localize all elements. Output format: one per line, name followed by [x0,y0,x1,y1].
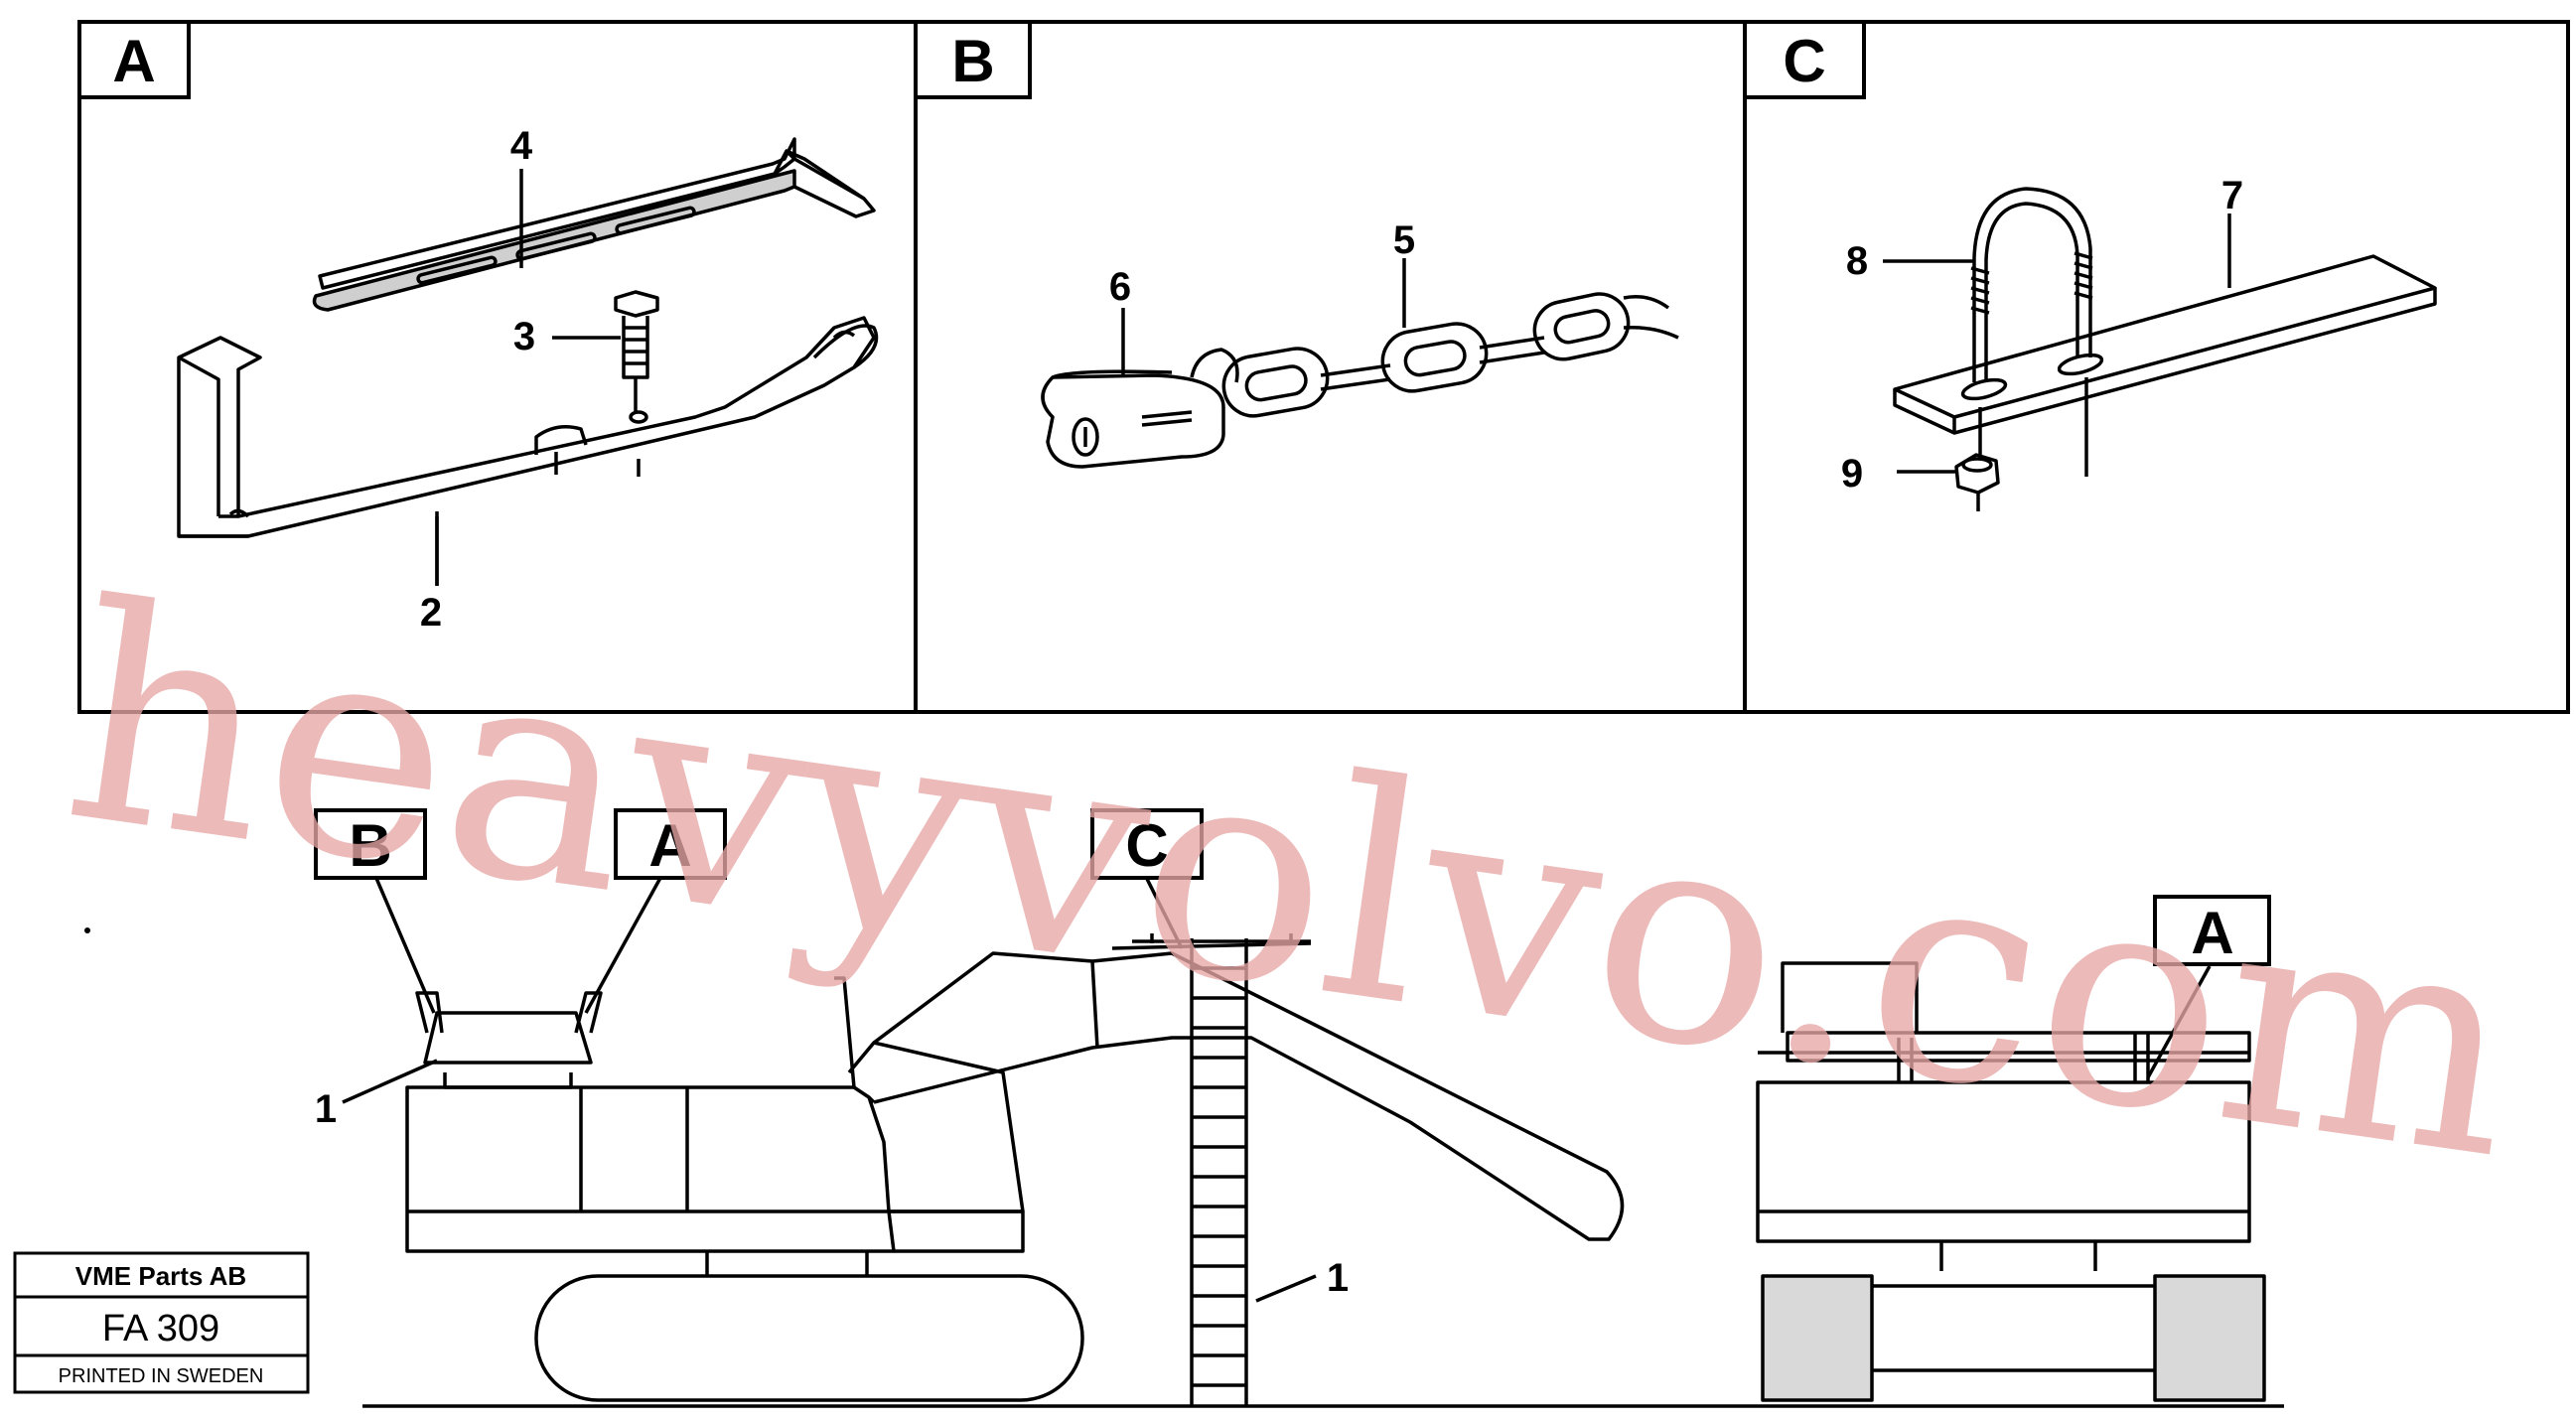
track-left [1761,1274,1874,1402]
stamp-code: FA 309 [102,1308,219,1350]
callout-4: 4 [510,124,533,168]
panel-b-label-box: B [914,20,1032,99]
panels-frame [77,20,2570,714]
dot-mark [84,927,90,933]
overview-callout-a-left: A [614,808,727,880]
excavator-front-view [1756,961,2266,1402]
panel-c-label-box: C [1743,20,1866,99]
overview-label-a-left: A [648,812,691,879]
crawler-track [534,1274,1084,1402]
overview-callout-b: B [314,808,427,880]
callout-5: 5 [1393,218,1415,262]
panel-a-label-box: A [77,20,191,99]
u-bolt-part [1970,187,2093,477]
panel-c-drawing [1883,187,2437,511]
panel-c-label: C [1783,28,1825,94]
plate-part [1893,254,2437,435]
panel-a-label: A [112,28,155,94]
stamp-company: VME Parts AB [75,1261,246,1291]
panel-b-label: B [951,28,994,94]
track-right [2153,1274,2266,1402]
overview-ref-1-right: 1 [1327,1256,1349,1300]
callout-7: 7 [2221,174,2243,217]
bracket-part [177,316,879,586]
callout-9: 9 [1841,452,1863,496]
stamp-printed: PRINTED IN SWEDEN [59,1365,264,1387]
upper-structure [405,991,1025,1253]
padlock-part [1041,348,1239,469]
overview-callout-a-right: A [2153,895,2271,966]
callout-6: 6 [1109,265,1131,309]
callout-3: 3 [513,315,535,358]
nut-part [1954,453,2000,511]
excavator-side-view [342,868,2284,1408]
chain-part [1221,292,1679,418]
bolt-part [614,290,659,412]
watermark-text: heavyvolvo.com [50,539,2536,1225]
panel-a-drawing [177,137,879,586]
detail-panels [77,20,2570,714]
strap-part [312,137,876,312]
ladder [1190,938,1248,1406]
callout-8: 8 [1846,239,1868,283]
overview-label-a-right: A [2191,900,2233,966]
overview-label-b: B [349,812,391,879]
callout-2: 2 [420,591,442,635]
panel-b-drawing [1041,258,1679,469]
boom [834,933,1625,1241]
overview-callout-c: C [1090,808,1204,880]
overview-ref-1-left: 1 [315,1087,337,1131]
overview-label-c: C [1125,812,1168,879]
stamp-box: VME Parts AB FA 309 PRINTED IN SWEDEN [13,1251,310,1394]
